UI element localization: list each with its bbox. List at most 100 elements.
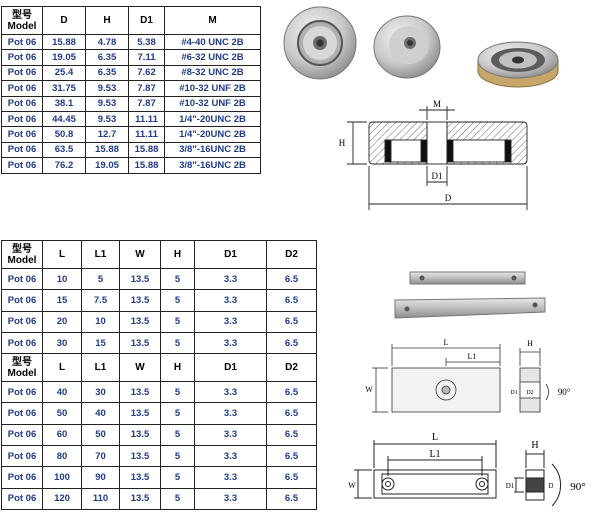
value-cell: 120	[42, 487, 82, 510]
model-cell: Pot 06	[1, 110, 43, 128]
value-cell: 63.5	[42, 141, 86, 159]
model-header: 型号 Model	[1, 240, 43, 269]
value-cell: 5	[160, 445, 195, 468]
value-cell: 10	[81, 310, 120, 333]
value-cell: 6.5	[266, 331, 317, 355]
value-cell: 9.53	[85, 110, 129, 128]
value-cell: 3/8"-16UNC 2B	[164, 157, 261, 174]
col-header: H	[85, 6, 129, 35]
model-cell: Pot 06	[1, 487, 43, 510]
value-cell: #10-32 UNF 2B	[164, 80, 261, 97]
value-cell: 3.3	[194, 331, 267, 355]
model-cell: Pot 06	[1, 80, 43, 97]
value-cell: 15.88	[42, 33, 86, 51]
model-cell: Pot 06	[1, 331, 43, 355]
value-cell: 6.35	[85, 49, 129, 66]
col-header: D2	[266, 353, 317, 383]
value-cell: 76.2	[42, 157, 86, 174]
value-cell: 6.5	[266, 402, 317, 425]
value-cell: 11.11	[128, 126, 165, 143]
dim-label-l1: L1	[429, 449, 440, 460]
model-header: 型号 Model	[1, 353, 43, 383]
model-cell: Pot 06	[1, 466, 43, 489]
value-cell: 3.3	[194, 381, 267, 404]
value-cell: 80	[42, 445, 82, 468]
model-cell: Pot 06	[1, 445, 43, 468]
value-cell: 6.5	[266, 289, 317, 312]
value-cell: 15.88	[128, 141, 165, 159]
col-header: W	[119, 353, 161, 383]
bar-magnet-photo-long	[394, 297, 546, 319]
value-cell: 50	[81, 423, 120, 447]
col-header: L1	[81, 353, 120, 383]
dim-label-h: H	[339, 138, 346, 148]
value-cell: 6.35	[85, 64, 129, 82]
model-header-cn: 型号	[12, 356, 32, 368]
col-header: L1	[81, 240, 120, 269]
model-cell: Pot 06	[1, 64, 43, 82]
value-cell: 10	[42, 267, 82, 291]
value-cell: 3.3	[194, 267, 267, 291]
dim-label-d1: D1	[432, 171, 443, 181]
dim-label-m: M	[433, 99, 441, 109]
value-cell: 15.88	[85, 141, 129, 159]
value-cell: 25.4	[42, 64, 86, 82]
dim-label-l1: L1	[468, 352, 477, 361]
value-cell: 50.8	[42, 126, 86, 143]
value-cell: 13.5	[119, 466, 161, 489]
value-cell: 40	[42, 381, 82, 404]
value-cell: 5	[160, 267, 195, 291]
col-header: W	[119, 240, 161, 269]
model-cell: Pot 06	[1, 381, 43, 404]
col-header: H	[160, 353, 195, 383]
value-cell: #8-32 UNC 2B	[164, 64, 261, 82]
value-cell: #10-32 UNF 2B	[164, 95, 261, 112]
value-cell: 13.5	[119, 267, 161, 291]
model-cell: Pot 06	[1, 310, 43, 333]
dim-label-l: L	[444, 338, 449, 347]
value-cell: 7.87	[128, 80, 165, 97]
col-header: D2	[266, 240, 317, 269]
value-cell: 5	[160, 487, 195, 510]
value-cell: 110	[81, 487, 120, 510]
model-cell: Pot 06	[1, 141, 43, 159]
value-cell: 70	[81, 445, 120, 468]
value-cell: 15	[81, 331, 120, 355]
pot-magnet-photo-angle	[373, 15, 441, 79]
model-header-en: Model	[7, 367, 37, 379]
value-cell: 7.62	[128, 64, 165, 82]
dim-label-d1: D1	[510, 390, 517, 396]
value-cell: 20	[42, 310, 82, 333]
value-cell: 50	[42, 402, 82, 425]
value-cell: 19.05	[85, 157, 129, 174]
value-cell: 13.5	[119, 310, 161, 333]
col-header: D	[42, 6, 86, 35]
model-cell: Pot 06	[1, 33, 43, 51]
value-cell: 7.11	[128, 49, 165, 66]
value-cell: 6.5	[266, 267, 317, 291]
value-cell: 5	[81, 267, 120, 291]
value-cell: 40	[81, 402, 120, 425]
value-cell: 6.5	[266, 381, 317, 404]
value-cell: 3.3	[194, 423, 267, 447]
value-cell: 6.5	[266, 466, 317, 489]
dim-label-w: W	[348, 481, 356, 490]
value-cell: 3/8"-16UNC 2B	[164, 141, 261, 159]
col-header: H	[160, 240, 195, 269]
value-cell: 44.45	[42, 110, 86, 128]
value-cell: 5	[160, 310, 195, 333]
table-header-row: 型号 Model D H D1 M	[1, 6, 261, 35]
value-cell: 6.5	[266, 445, 317, 468]
value-cell: 13.5	[119, 445, 161, 468]
value-cell: 30	[42, 331, 82, 355]
